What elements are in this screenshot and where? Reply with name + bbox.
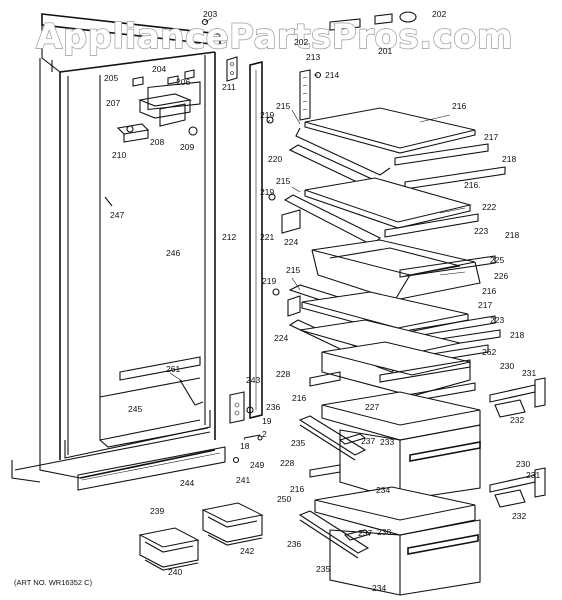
divider-trim-strips: [226, 56, 263, 439]
part-labels: 203 202 202 201 213 214 204 205 206 207 …: [104, 9, 540, 593]
part-label: 223: [474, 226, 488, 236]
part-label: 250: [277, 494, 291, 504]
part-label: 228: [276, 369, 290, 379]
part-label: 205: [104, 73, 118, 83]
part-label: 219: [260, 110, 274, 120]
part-label: 201: [378, 46, 392, 56]
part-label: 231: [522, 368, 536, 378]
door-bins: [138, 502, 264, 571]
part-label: 218: [505, 230, 519, 240]
thermostat-control-parts: [116, 69, 201, 143]
part-label: 218: [510, 330, 524, 340]
part-label: 2: [262, 429, 267, 439]
part-label: 240: [168, 567, 182, 577]
part-label: 19: [262, 416, 272, 426]
cantilever-shelf-2: [288, 144, 479, 238]
part-label: 236: [266, 402, 280, 412]
crisper-drawer-upper: [298, 377, 546, 501]
part-label: 215: [276, 101, 290, 111]
part-label: 226: [494, 271, 508, 281]
part-label: 202: [294, 37, 308, 47]
part-label: 223: [490, 315, 504, 325]
part-label: 218: [502, 154, 516, 164]
part-label: 247: [110, 210, 124, 220]
part-label: 232: [512, 511, 526, 521]
part-label: 233: [380, 437, 394, 447]
part-label: 222: [482, 202, 496, 212]
part-label: 228: [280, 458, 294, 468]
part-label: 213: [306, 52, 320, 62]
part-label: 207: [106, 98, 120, 108]
part-label: 232: [510, 415, 524, 425]
part-label: 221: [260, 232, 274, 242]
glass-shelf-4: [287, 284, 501, 353]
part-label: 236: [287, 539, 301, 549]
snack-drawer-3: [311, 239, 496, 301]
part-label: 234: [372, 583, 386, 593]
part-label: 216: [290, 484, 304, 494]
art-number-note: (ART NO. WR16352 C): [14, 578, 93, 587]
part-label: 241: [236, 475, 250, 485]
part-label: 214: [325, 70, 339, 80]
shelf-support-rail: [299, 69, 311, 121]
part-label: 234: [376, 485, 390, 495]
part-label: 224: [274, 333, 288, 343]
part-label: 237: [358, 528, 372, 538]
part-label: 215: [286, 265, 300, 275]
part-label: 249: [250, 460, 264, 470]
part-label: 242: [240, 546, 254, 556]
part-label: 216: [482, 286, 496, 296]
part-label: 235: [316, 564, 330, 574]
part-label: 243: [246, 375, 260, 385]
part-label: 216: [452, 101, 466, 111]
part-label: 202: [432, 9, 446, 19]
part-label: 244: [180, 478, 194, 488]
part-label: 225: [490, 255, 504, 265]
part-label: 210: [112, 150, 126, 160]
part-label: 238: [377, 527, 391, 537]
part-label: 245: [128, 404, 142, 414]
part-label: 231: [526, 470, 540, 480]
part-label: 211: [222, 82, 236, 92]
part-label: 216.: [464, 180, 481, 190]
part-label: 217: [484, 132, 498, 142]
part-label: 237: [361, 436, 375, 446]
cabinet-frame: [11, 13, 226, 491]
part-label: 208: [150, 137, 164, 147]
crisper-drawer-lower: [298, 464, 546, 596]
part-label: 220: [268, 154, 282, 164]
part-label: 224: [284, 237, 298, 247]
part-label: 212: [222, 232, 236, 242]
part-label: 246: [166, 248, 180, 258]
part-label: 227: [365, 402, 379, 412]
screws: [104, 18, 322, 464]
part-label: 215: [276, 176, 290, 186]
part-label: 204: [152, 64, 166, 74]
part-label: 18: [240, 441, 250, 451]
part-label: 230: [516, 459, 530, 469]
part-label: 219: [262, 276, 276, 286]
watermark: AppliancePartsPros.com: [36, 17, 513, 57]
part-label: 235: [291, 438, 305, 448]
part-label: 216: [292, 393, 306, 403]
part-label: 203: [203, 9, 217, 19]
glass-shelf-1: [295, 107, 506, 190]
part-label: 230: [500, 361, 514, 371]
part-label: 206: [176, 77, 190, 87]
part-label: 219: [260, 187, 274, 197]
leader-lines: [169, 17, 466, 441]
top-hinge-parts: [329, 11, 417, 31]
part-label: 261: [166, 364, 180, 374]
part-label: 209: [180, 142, 194, 152]
part-label: 239: [150, 506, 164, 516]
part-label: 262: [482, 347, 496, 357]
part-label: 217: [478, 300, 492, 310]
